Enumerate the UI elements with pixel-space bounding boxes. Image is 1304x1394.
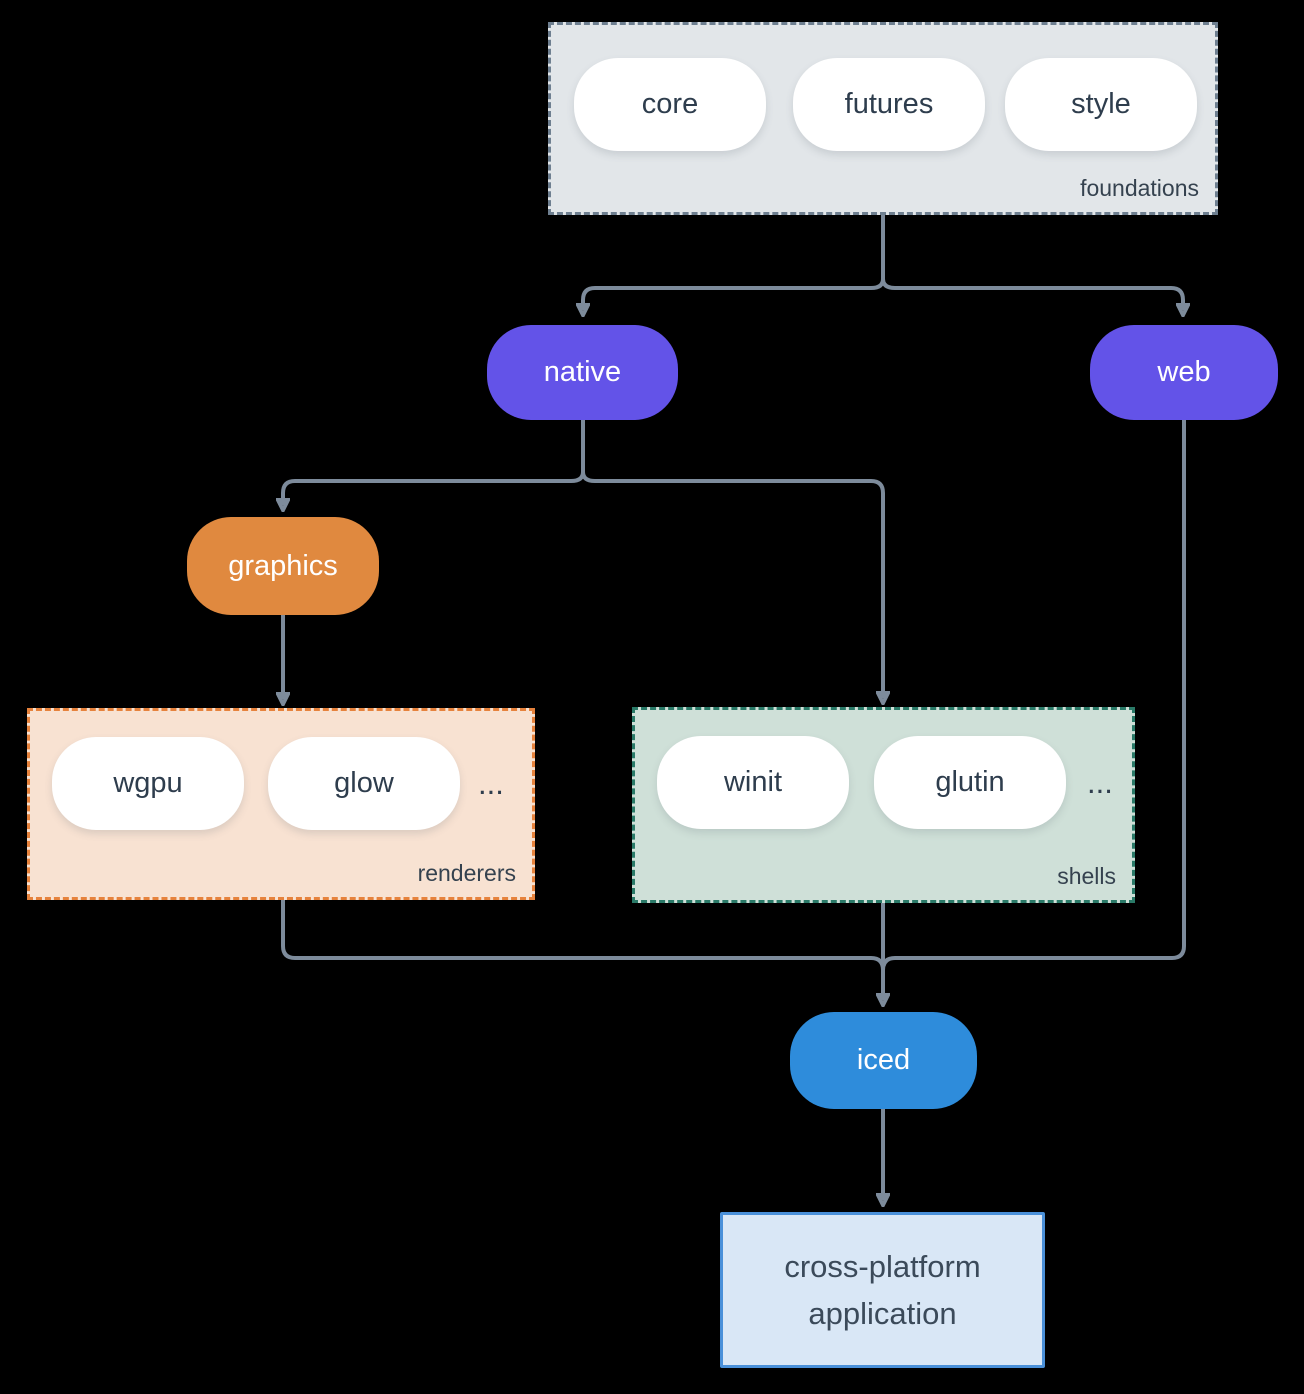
renderers-ellipsis: ... <box>478 766 504 801</box>
edge-native-shells <box>581 471 883 698</box>
edge-renderers-merge <box>281 900 885 971</box>
shells-group: winit glutin ... shells <box>632 707 1135 903</box>
foundations-label: foundations <box>1080 175 1199 201</box>
pill-winit: winit <box>657 736 849 829</box>
node-native: native <box>487 325 678 420</box>
edge-native-graphics <box>283 471 585 505</box>
pill-futures: futures <box>793 58 985 151</box>
pill-glutin: glutin <box>874 736 1066 829</box>
node-graphics: graphics <box>187 517 379 615</box>
shells-label: shells <box>1057 863 1116 889</box>
node-iced: iced <box>790 1012 977 1109</box>
renderers-label: renderers <box>417 860 516 886</box>
pill-glow: glow <box>268 737 460 830</box>
application-box: cross-platform application <box>720 1212 1045 1368</box>
edge-foundations-web <box>881 278 1183 310</box>
renderers-group: wgpu glow ... renderers <box>27 708 535 900</box>
pill-style: style <box>1005 58 1197 151</box>
shells-ellipsis: ... <box>1087 765 1113 800</box>
application-label-line2: application <box>808 1296 957 1331</box>
pill-core: core <box>574 58 766 151</box>
node-web: web <box>1090 325 1278 420</box>
pill-wgpu: wgpu <box>52 737 244 830</box>
foundations-group: core futures style foundations <box>548 22 1218 215</box>
edge-foundations-native <box>583 278 885 310</box>
application-label-line1: cross-platform <box>784 1249 981 1284</box>
